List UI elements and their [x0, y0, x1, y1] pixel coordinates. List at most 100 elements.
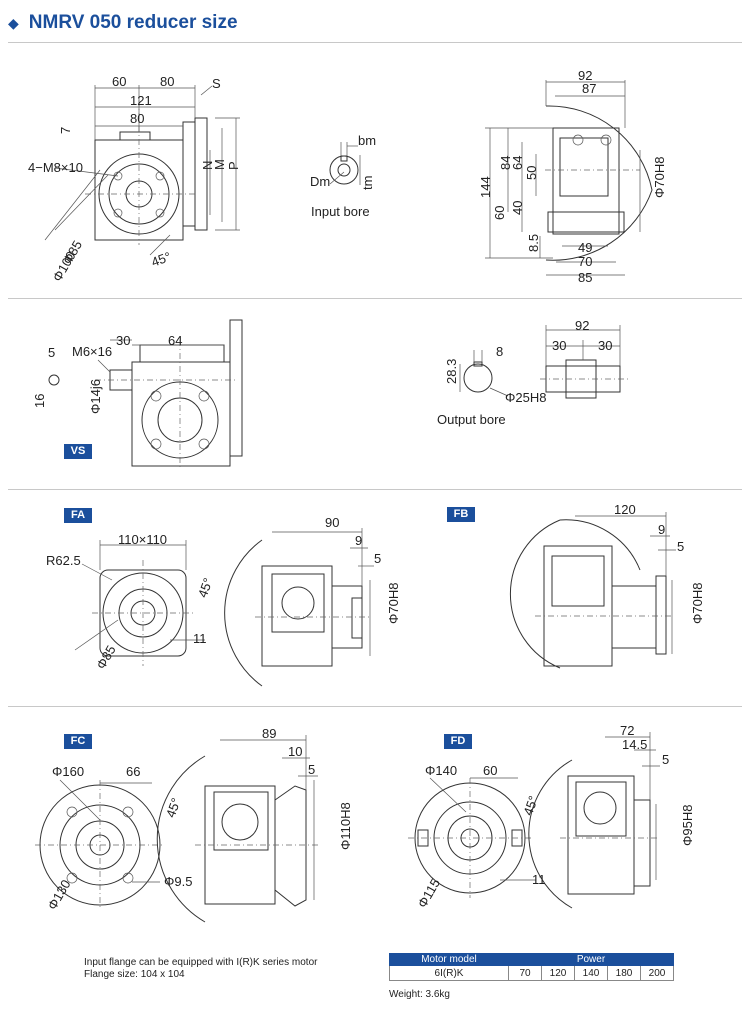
dim-60b: 60 — [492, 206, 507, 220]
header: ◆ NMRV 050 reducer size — [8, 8, 238, 38]
dim-vs-phi14: Φ14j6 — [88, 379, 103, 414]
dim-fc-5: 5 — [308, 762, 315, 777]
cell-power: 180 — [607, 965, 641, 981]
dim-7: 7 — [58, 127, 73, 134]
cell-power: 200 — [640, 965, 674, 981]
dim-m: M — [212, 159, 227, 170]
note-line-1: Input flange can be equipped with I(R)K … — [84, 957, 318, 968]
dim-fa-45: 45° — [195, 576, 216, 600]
cell-power: 140 — [574, 965, 608, 981]
motor-table: Motor model Power 6I(R)K 70 120 140 180 … — [389, 953, 674, 981]
fd-drawing — [408, 732, 660, 909]
dim-fd-11: 11 — [532, 872, 546, 887]
dim-80: 80 — [160, 74, 174, 89]
dim-85: 85 — [578, 270, 592, 285]
header-power: Power — [508, 953, 674, 966]
output-bore-label: Output bore — [437, 412, 506, 427]
dim-s: S — [212, 76, 221, 91]
dim-tm: tm — [360, 176, 375, 190]
output-bore-drawing — [459, 325, 628, 399]
dim-ob-8: 8 — [496, 344, 503, 359]
dim-fc-phi160: Φ160 — [52, 764, 84, 779]
fc-drawing — [35, 735, 318, 923]
dim-fc-66: 66 — [126, 764, 140, 779]
dim-p: P — [226, 161, 241, 170]
dim-fa-phi85: Φ85 — [93, 643, 118, 672]
dim-87: 87 — [582, 81, 596, 96]
dim-8-5: 8.5 — [526, 234, 541, 252]
dim-fd-phi115: Φ115 — [415, 876, 444, 910]
dim-vs-30: 30 — [116, 333, 130, 348]
dim-dm: Dm — [310, 174, 330, 189]
dim-fa-sq: 110×110 — [118, 532, 167, 547]
dim-fc-phi110: Φ110H8 — [338, 802, 353, 850]
dim-50: 50 — [524, 166, 539, 180]
weight-label: Weight: 3.6kg — [389, 989, 450, 1000]
dim-121: 121 — [130, 93, 152, 108]
dim-phi100: Φ100 — [50, 249, 79, 284]
dim-fd-14-5: 14.5 — [622, 737, 647, 752]
dim-fc-45: 45° — [163, 796, 184, 820]
dim-fa-r: R62.5 — [46, 553, 81, 568]
tag-fd: FD — [444, 734, 472, 749]
dim-ob-28-3: 28.3 — [444, 359, 459, 384]
dim-vs-5: 5 — [48, 345, 55, 360]
dim-ob-30b: 30 — [598, 338, 612, 353]
dim-45: 45° — [149, 249, 173, 270]
footer-note: Input flange can be equipped with I(R)K … — [84, 957, 317, 981]
dim-fa-9: 9 — [355, 533, 362, 548]
vs-drawing — [48, 319, 243, 468]
input-bore-drawing — [329, 142, 361, 185]
tag-fa: FA — [64, 508, 92, 523]
page-title: NMRV 050 reducer size — [28, 12, 238, 33]
dim-80b: 80 — [130, 111, 144, 126]
dim-40: 40 — [510, 201, 525, 215]
dim-fc-phi9-5: Φ9.5 — [164, 874, 192, 889]
dim-fa-11: 11 — [193, 631, 207, 646]
dim-fd-phi140: Φ140 — [425, 763, 457, 778]
dim-fb-9: 9 — [658, 522, 665, 537]
divider — [8, 298, 742, 299]
fb-drawing — [509, 512, 676, 669]
dim-fd-60: 60 — [483, 763, 497, 778]
dim-fa-5: 5 — [374, 551, 381, 566]
dim-fb-5: 5 — [677, 539, 684, 554]
dim-144: 144 — [478, 176, 493, 198]
dim-ob-92: 92 — [575, 318, 589, 333]
dim-64: 64 — [510, 156, 525, 170]
divider — [8, 706, 742, 707]
dim-84: 84 — [498, 156, 513, 170]
dim-bm: bm — [358, 133, 376, 148]
dim-92: 92 — [578, 68, 592, 83]
dim-49: 49 — [578, 240, 592, 255]
tag-vs: VS — [64, 444, 92, 459]
note-line-2: Flange size: 104 x 104 — [84, 969, 185, 980]
dim-n: N — [200, 161, 215, 170]
dim-fd-45: 45° — [520, 794, 541, 818]
dim-fc-phi130: Φ130 — [45, 877, 74, 912]
dim-fb-120: 120 — [614, 502, 636, 517]
diamond-icon: ◆ — [8, 14, 19, 31]
dim-fc-89: 89 — [262, 726, 276, 741]
dim-fd-5: 5 — [662, 752, 669, 767]
dim-vs-16: 16 — [32, 394, 47, 408]
tag-fc: FC — [64, 734, 92, 749]
dim-70: 70 — [578, 254, 592, 269]
dim-phi70h8: Φ70H8 — [652, 157, 667, 198]
dim-ob-30a: 30 — [552, 338, 566, 353]
fa-drawing — [74, 528, 374, 687]
input-bore-label: Input bore — [311, 204, 370, 219]
dim-vs-m6: M6×16 — [72, 344, 112, 359]
divider — [8, 42, 742, 43]
dim-vs-64: 64 — [168, 333, 182, 348]
cell-model: 6I(R)K — [389, 965, 509, 981]
divider — [8, 489, 742, 490]
dim-fa-phi70: Φ70H8 — [386, 583, 401, 624]
tag-fb: FB — [447, 507, 475, 522]
dim-60: 60 — [112, 74, 126, 89]
table-row: 6I(R)K 70 120 140 180 200 — [389, 965, 674, 981]
cell-power: 70 — [508, 965, 542, 981]
dim-fa-90: 90 — [325, 515, 339, 530]
dim-ob-phi25: Φ25H8 — [505, 390, 546, 405]
